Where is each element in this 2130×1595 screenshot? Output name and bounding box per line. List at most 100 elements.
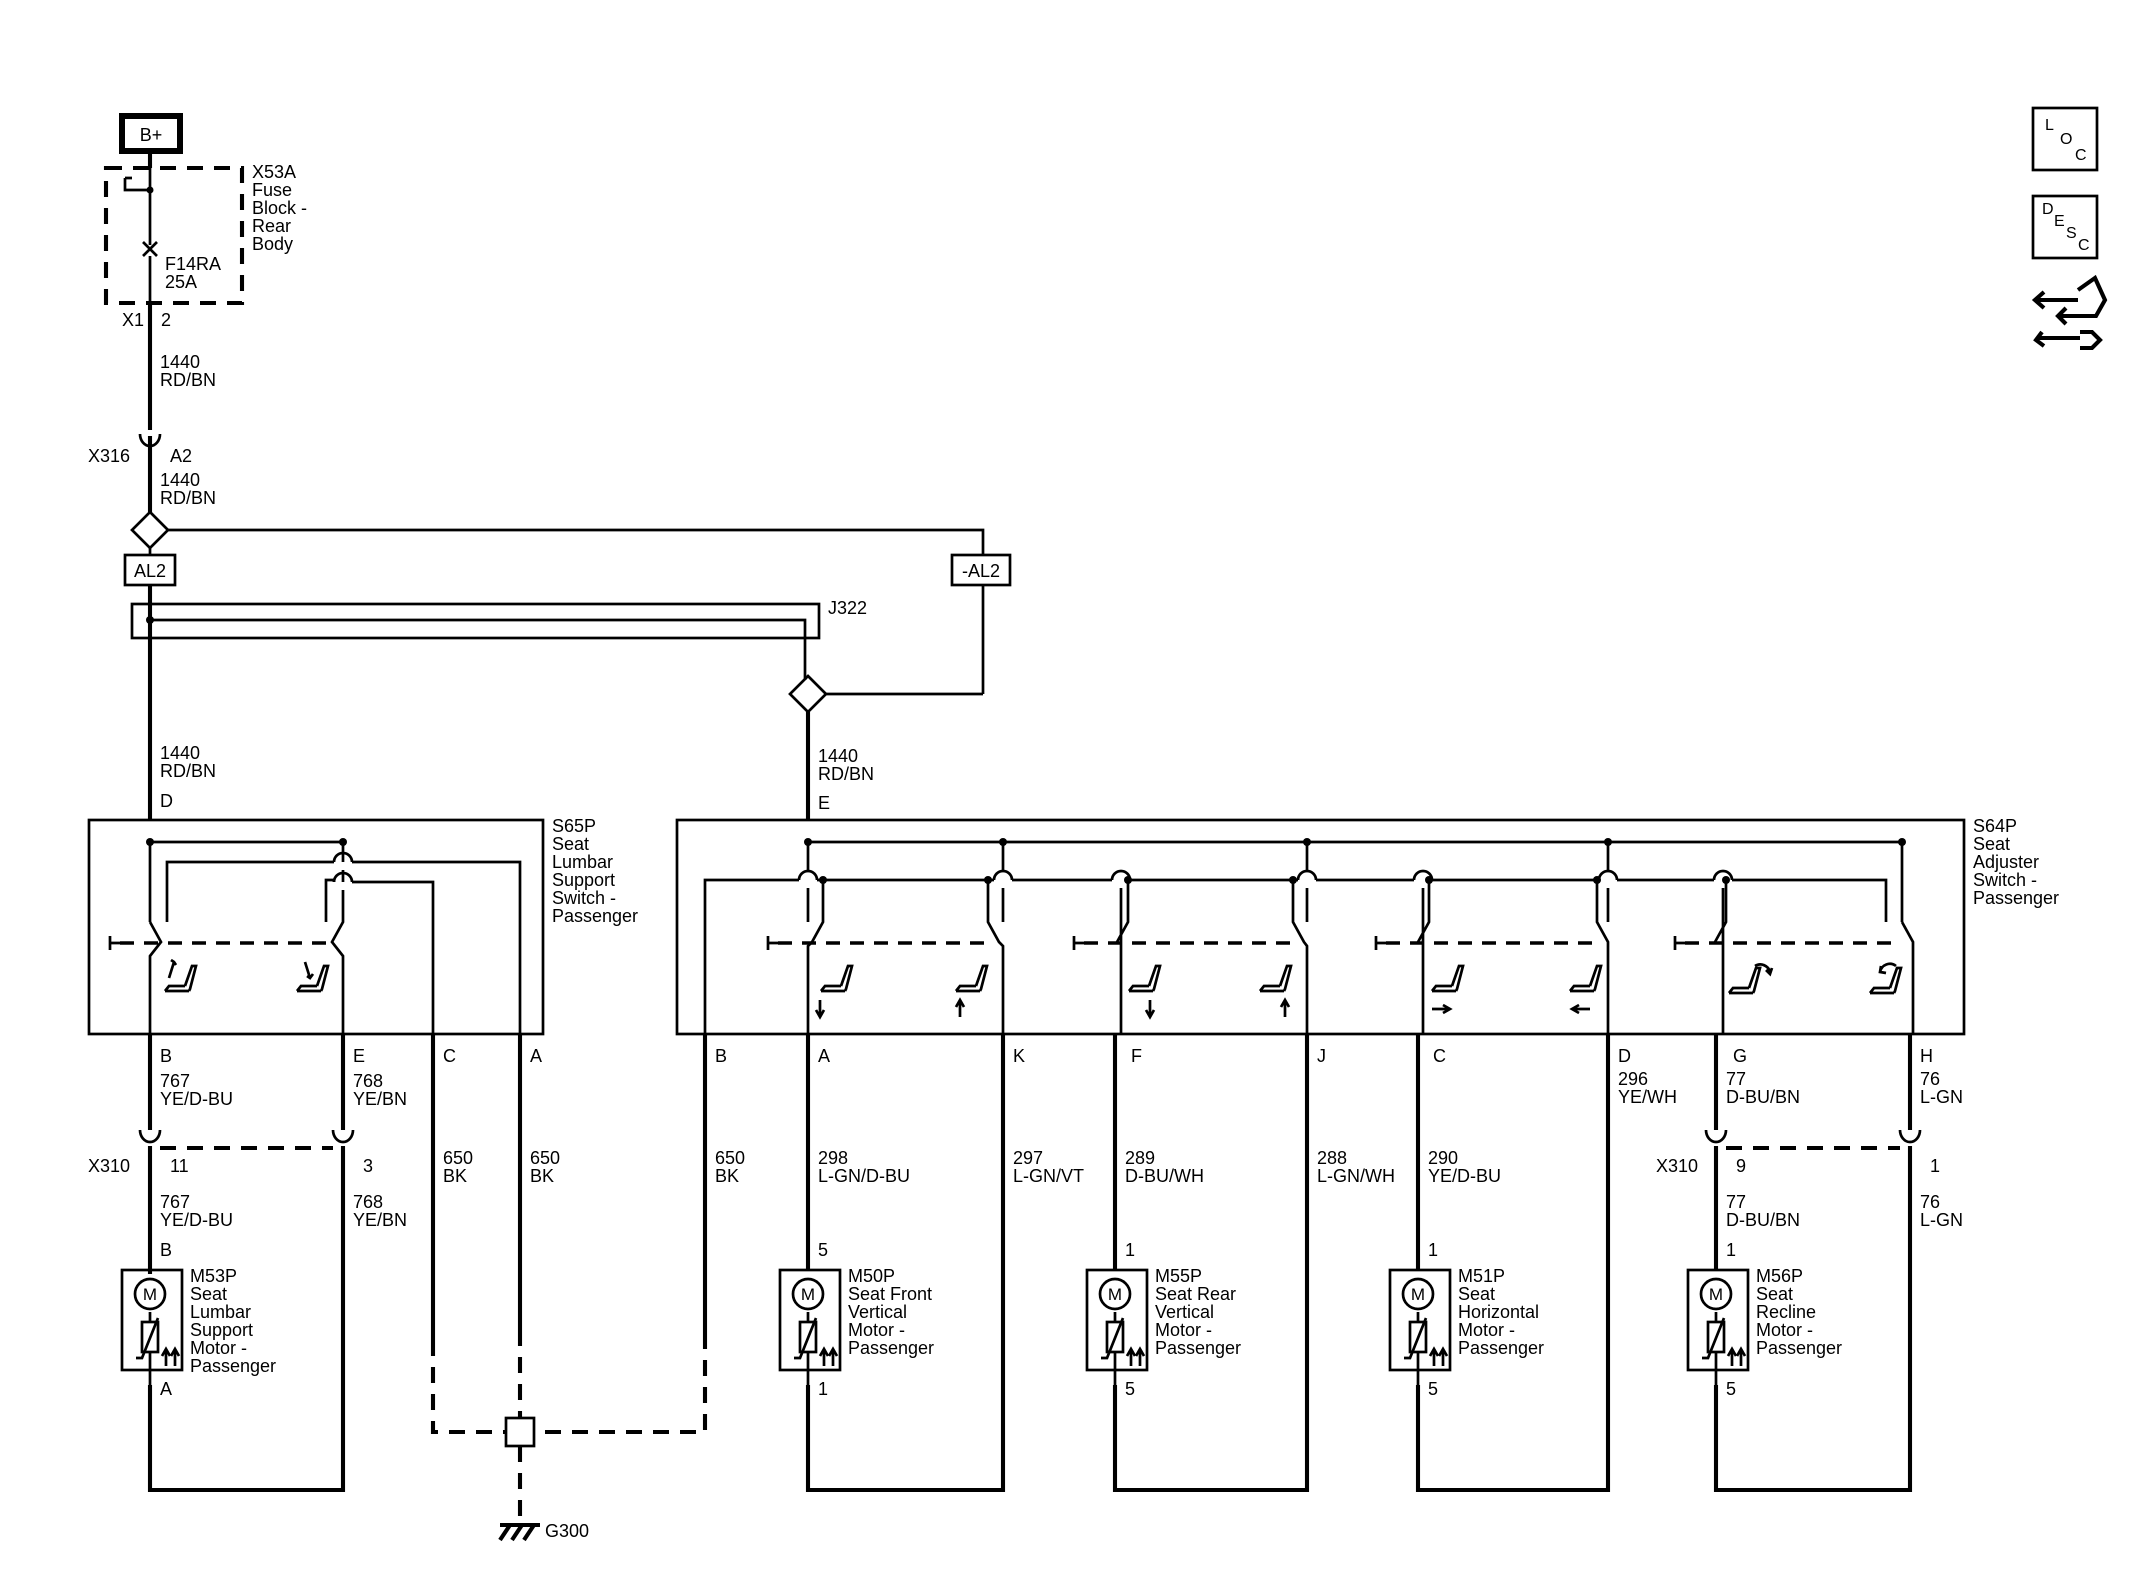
feed-color-label-3: RD/BN (160, 761, 216, 781)
wire-297: 297 L-GN/VT (805, 1034, 1084, 1493)
fuse-block-outline (103, 165, 245, 306)
svg-text:76: 76 (1920, 1069, 1940, 1089)
connector-x316: X316 A2 (88, 433, 192, 466)
svg-text:X53A: X53A (252, 162, 296, 182)
svg-text:Passenger: Passenger (552, 906, 638, 926)
svg-text:Seat Rear: Seat Rear (1155, 1284, 1236, 1304)
svg-text:Passenger: Passenger (848, 1338, 934, 1358)
svg-text:S: S (2066, 225, 2077, 242)
svg-text:Seat: Seat (1973, 834, 2010, 854)
feed-circuit-label-3: 1440 (160, 743, 200, 763)
svg-text:Motor -: Motor - (1458, 1320, 1515, 1340)
svg-text:Adjuster: Adjuster (1973, 852, 2039, 872)
svg-text:Switch -: Switch - (552, 888, 616, 908)
svg-text:D-BU/WH: D-BU/WH (1125, 1166, 1204, 1186)
svg-text:76: 76 (1920, 1192, 1940, 1212)
svg-text:Motor -: Motor - (848, 1320, 905, 1340)
feed-color-label: RD/BN (160, 370, 216, 390)
svg-text:L-GN/WH: L-GN/WH (1317, 1166, 1395, 1186)
svg-text:O: O (2060, 131, 2072, 148)
wire-296: 296 YE/WH (1415, 1034, 1677, 1493)
svg-text:YE/D-BU: YE/D-BU (160, 1210, 233, 1230)
svg-text:X316: X316 (88, 446, 130, 466)
svg-text:Motor -: Motor - (1756, 1320, 1813, 1340)
svg-text:S64P: S64P (1973, 816, 2017, 836)
svg-text:Seat: Seat (190, 1284, 227, 1304)
svg-text:C: C (2078, 237, 2090, 254)
svg-text:E: E (2054, 213, 2065, 230)
svg-text:1: 1 (818, 1379, 828, 1399)
svg-text:L-GN/D-BU: L-GN/D-BU (818, 1166, 910, 1186)
svg-text:J322: J322 (828, 598, 867, 618)
svg-text:C: C (2075, 147, 2087, 164)
svg-text:Seat: Seat (552, 834, 589, 854)
svg-text:M53P: M53P (190, 1266, 237, 1286)
svg-text:Passenger: Passenger (190, 1356, 276, 1376)
svg-text:Lumbar: Lumbar (190, 1302, 251, 1322)
motor-m55p: 1 M M55P Seat Rear Vertical Motor - Pass… (1085, 1240, 1241, 1399)
feed-circuit-label-2: 1440 (160, 470, 200, 490)
svg-text:A: A (160, 1379, 172, 1399)
svg-text:M: M (1709, 1285, 1723, 1304)
connector-repair-icon[interactable] (2031, 274, 2108, 351)
loc-button[interactable]: L O C (2031, 106, 2099, 172)
svg-text:A: A (818, 1046, 830, 1066)
svg-text:77: 77 (1726, 1069, 1746, 1089)
option-al2: AL2 (123, 553, 177, 587)
svg-text:767: 767 (160, 1071, 190, 1091)
svg-text:1: 1 (1125, 1240, 1135, 1260)
svg-text:B: B (715, 1046, 727, 1066)
svg-text:767: 767 (160, 1192, 190, 1212)
svg-text:Support: Support (190, 1320, 253, 1340)
svg-text:650: 650 (443, 1148, 473, 1168)
svg-text:-AL2: -AL2 (962, 561, 1000, 581)
svg-text:Horizontal: Horizontal (1458, 1302, 1539, 1322)
wire-650-a: 650 BK (517, 1034, 560, 1330)
wire-289: 289 D-BU/WH (1112, 1034, 1204, 1270)
svg-text:BK: BK (530, 1166, 554, 1186)
adjuster-switch-pin-in: E (818, 793, 830, 813)
svg-text:9: 9 (1736, 1156, 1746, 1176)
svg-text:YE/D-BU: YE/D-BU (160, 1089, 233, 1109)
svg-text:D: D (2042, 201, 2054, 218)
svg-text:M50P: M50P (848, 1266, 895, 1286)
svg-text:Seat: Seat (1756, 1284, 1793, 1304)
wire-767: 767 YE/D-BU 767 YE/D-BU (138, 1034, 233, 1274)
svg-text:L-GN: L-GN (1920, 1087, 1963, 1107)
svg-text:288: 288 (1317, 1148, 1347, 1168)
svg-text:X310: X310 (88, 1156, 130, 1176)
feed-circuit-label-4: 1440 (818, 746, 858, 766)
svg-text:Seat: Seat (1458, 1284, 1495, 1304)
svg-text:Passenger: Passenger (1458, 1338, 1544, 1358)
svg-text:1: 1 (1726, 1240, 1736, 1260)
motor-m56p: 1 M M56P Seat Recline Motor - Passenger … (1686, 1240, 1842, 1399)
svg-text:H: H (1920, 1046, 1933, 1066)
motor-m53p: B M M53P Seat Lumbar Support Motor - Pas… (120, 1240, 276, 1399)
svg-text:25A: 25A (165, 272, 197, 292)
desc-button[interactable]: D E S C (2031, 194, 2099, 260)
battery-label: B+ (140, 125, 163, 145)
fuse-pin: 2 (161, 310, 171, 330)
svg-text:290: 290 (1428, 1148, 1458, 1168)
svg-text:D-BU/BN: D-BU/BN (1726, 1210, 1800, 1230)
svg-text:B: B (160, 1240, 172, 1260)
svg-text:11: 11 (170, 1156, 189, 1176)
svg-text:Switch -: Switch - (1973, 870, 2037, 890)
svg-text:1: 1 (1428, 1240, 1438, 1260)
svg-text:Rear: Rear (252, 216, 291, 236)
svg-text:YE/BN: YE/BN (353, 1210, 407, 1230)
option-join-diamond (788, 674, 828, 714)
svg-text:F14RA: F14RA (165, 254, 221, 274)
svg-text:Passenger: Passenger (1973, 888, 2059, 908)
svg-text:M: M (143, 1285, 157, 1304)
wire-298: 298 L-GN/D-BU (805, 1034, 910, 1270)
battery-positive: B+ (119, 113, 183, 154)
svg-text:M: M (801, 1285, 815, 1304)
fuse-conn-x1: X1 (122, 310, 144, 330)
lumbar-switch-pin-in: D (160, 791, 173, 811)
svg-text:77: 77 (1726, 1192, 1746, 1212)
svg-text:D: D (1618, 1046, 1631, 1066)
svg-text:YE/BN: YE/BN (353, 1089, 407, 1109)
svg-text:650: 650 (530, 1148, 560, 1168)
svg-text:M: M (1108, 1285, 1122, 1304)
